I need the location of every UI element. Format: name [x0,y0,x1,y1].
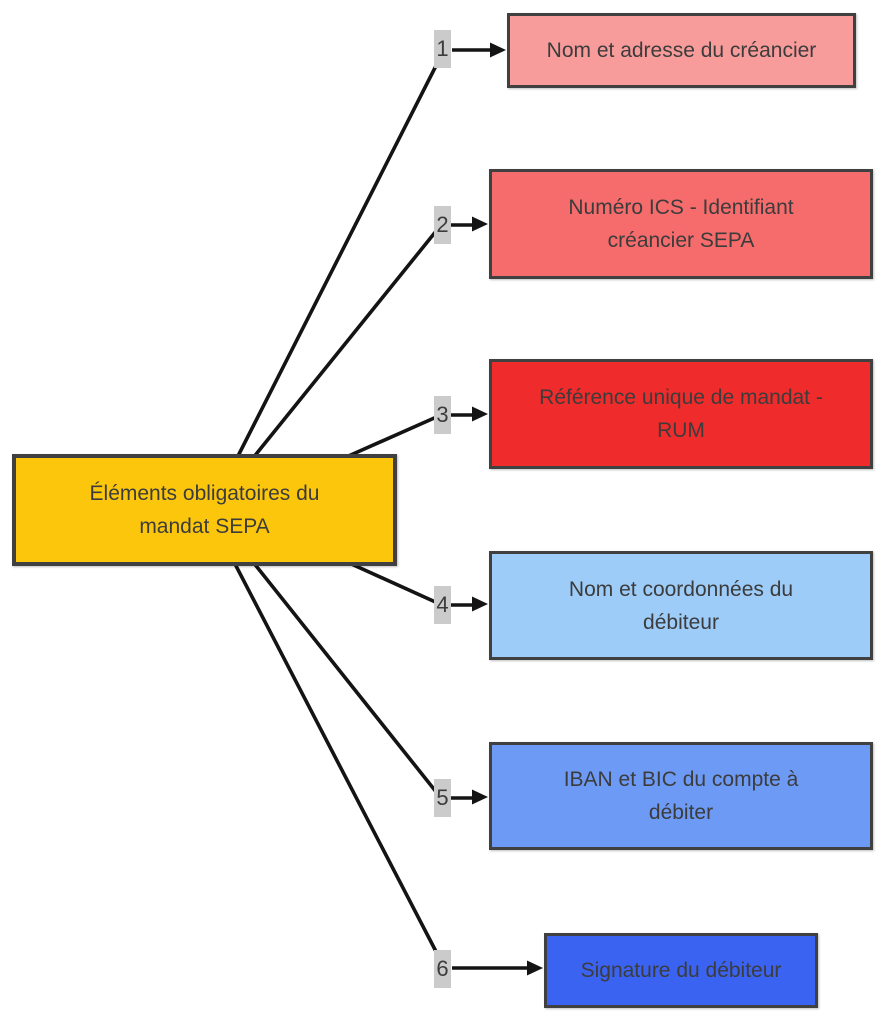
connector-line-2 [251,223,443,460]
central-node-sepa-mandate: Éléments obligatoires du mandat SEPA [12,454,397,566]
connector-number-5: 5 [434,779,451,817]
connector-number-6: 6 [434,950,451,988]
node-label-line2: créancier SEPA [607,229,755,252]
node-label-line1: Nom et coordonnées du [568,577,794,601]
connector-line-3 [342,413,443,460]
connector-number-1: 1 [434,30,451,68]
connector-line-6 [232,560,445,967]
arrow-head-4 [472,596,488,612]
node-ics-number: Numéro ICS - Identifiant créancier SEPA [489,169,873,279]
central-node-label-line2: mandat SEPA [139,515,270,538]
node-debtor-signature: Signature du débiteur [544,933,818,1008]
central-node-label-line1: Éléments obligatoires du [89,482,320,505]
arrow-head-5 [472,789,488,805]
connector-number-4: 4 [434,586,451,624]
node-creditor-name-address: Nom et adresse du créancier [507,13,856,88]
node-rum-reference: Référence unique de mandat - RUM [489,359,873,469]
node-label-line1: Référence unique de mandat - [539,386,823,409]
node-label-line2: débiteur [643,610,719,634]
connector-number-2: 2 [434,206,451,244]
arrow-head-2 [472,216,488,232]
node-label-line1: Nom et adresse du créancier [546,39,817,62]
node-label-line1: Signature du débiteur [580,959,782,982]
node-debtor-name-details: Nom et coordonnées du débiteur [489,551,873,660]
node-label-line1: IBAN et BIC du compte à [563,768,799,791]
arrow-head-3 [472,406,488,422]
node-label-line1: Numéro ICS - Identifiant [568,196,794,219]
connector-line-5 [251,560,443,800]
node-label-line2: RUM [657,419,705,442]
connector-number-3: 3 [434,396,451,434]
arrow-head-6 [527,960,543,976]
arrow-head-1 [490,42,506,58]
node-label-line2: débiter [648,801,714,824]
connector-line-1 [235,50,445,460]
connector-line-4 [345,560,444,607]
node-iban-bic: IBAN et BIC du compte à débiter [489,742,873,850]
